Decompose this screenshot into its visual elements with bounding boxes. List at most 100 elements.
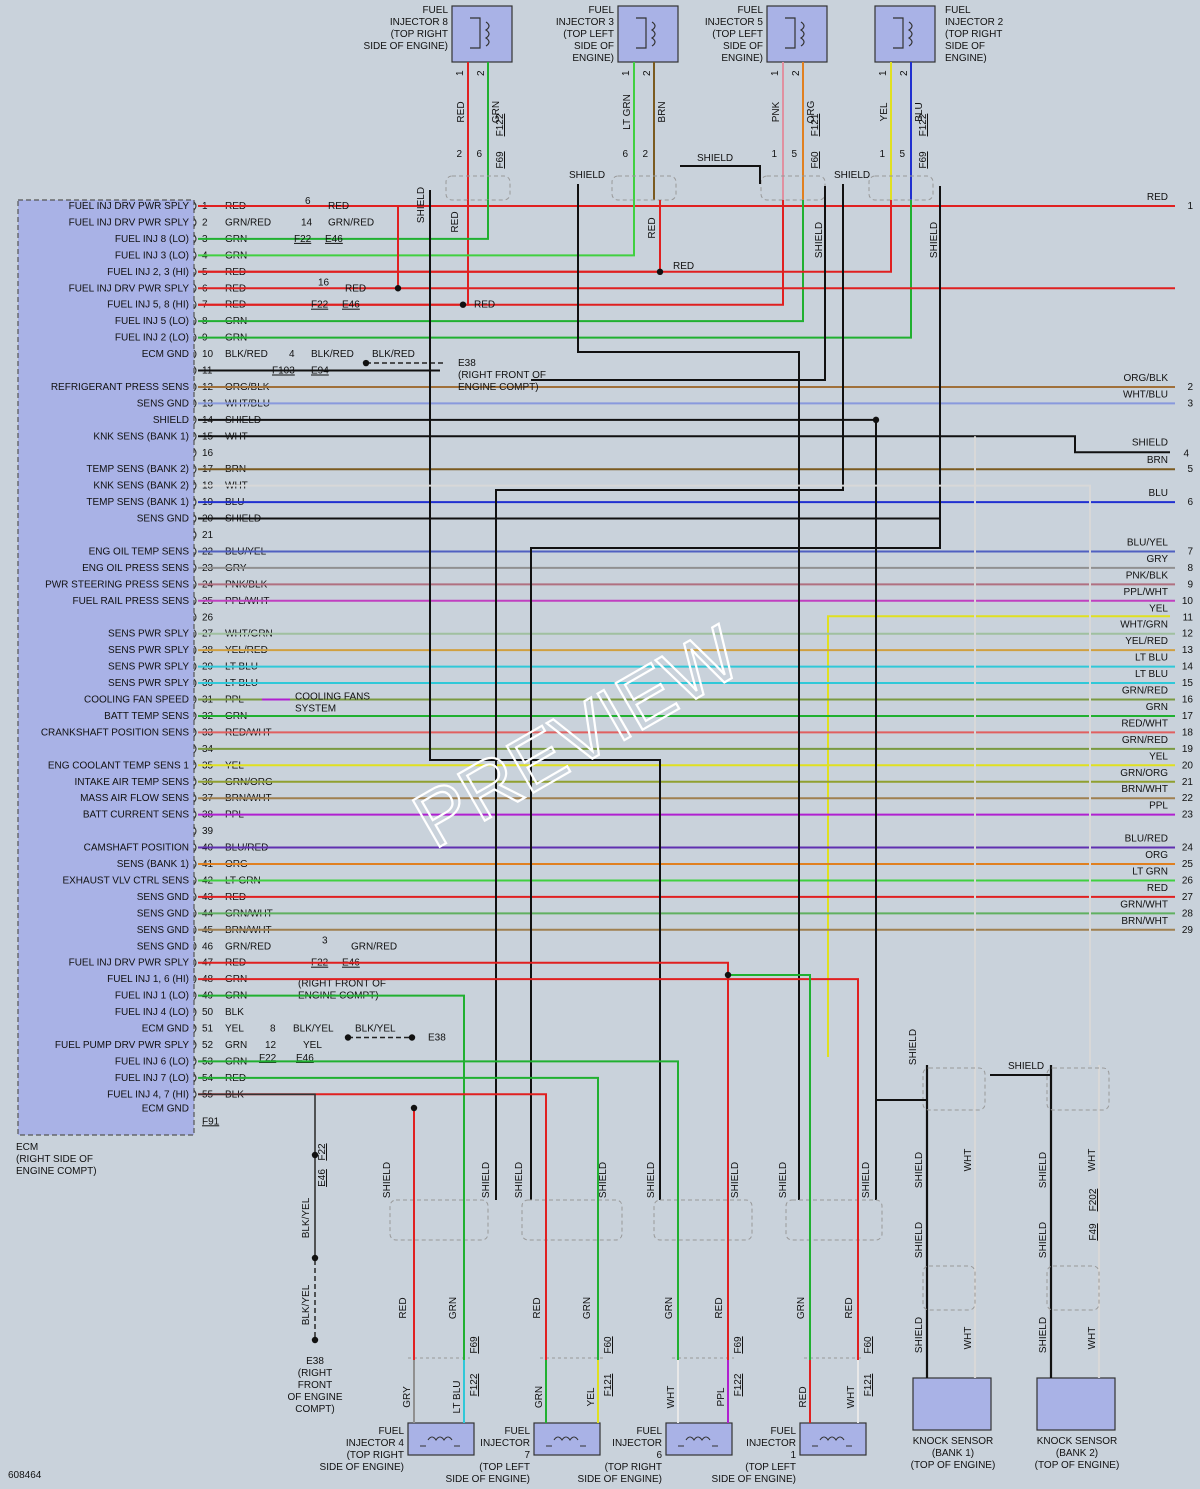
pin-socket bbox=[193, 218, 197, 227]
routed-wire bbox=[198, 205, 399, 289]
injector-coil-icon bbox=[546, 1436, 586, 1447]
ecm-pin-label: SENS GND bbox=[137, 908, 189, 919]
pin-socket bbox=[193, 991, 197, 1000]
injector-name: FUEL bbox=[378, 1426, 404, 1437]
pin-socket bbox=[193, 876, 197, 885]
wire-label: YEL bbox=[225, 1024, 244, 1035]
pin-socket bbox=[193, 793, 197, 803]
ecm-pin-label: SENS GND bbox=[137, 398, 189, 409]
pin-socket bbox=[193, 1073, 197, 1083]
right-terminal-number: 6 bbox=[1187, 497, 1193, 508]
injector-name: INJECTOR bbox=[746, 1438, 796, 1449]
pin-socket bbox=[193, 596, 197, 606]
connector-label: F121 bbox=[603, 1373, 614, 1396]
connector-label: E46 bbox=[296, 1053, 314, 1064]
injector-name: INJECTOR 8 bbox=[390, 17, 449, 28]
harness-wire bbox=[827, 615, 1170, 1057]
injector-name: INJECTOR 4 bbox=[346, 1438, 405, 1449]
ground-location-label: (RIGHT FRONT OF bbox=[298, 979, 386, 990]
injector-wire-label: PPL bbox=[716, 1387, 727, 1406]
injector-name: SIDE OF ENGINE) bbox=[320, 1462, 404, 1473]
wire-label: BLK/RED bbox=[372, 349, 415, 360]
right-wire-label: GRN/RED bbox=[1122, 686, 1168, 697]
injector-name: (TOP RIGHT bbox=[347, 1450, 404, 1461]
ecm-pin-label: PWR STEERING PRESS SENS bbox=[45, 579, 189, 590]
injector-name: FUEL bbox=[770, 1426, 796, 1437]
right-terminal-number: 15 bbox=[1182, 678, 1194, 689]
splice-dot bbox=[410, 1104, 418, 1112]
pin-socket bbox=[193, 283, 197, 293]
ground-location-label: ENGINE COMPT) bbox=[458, 382, 539, 393]
injector-name: ENGINE) bbox=[721, 53, 763, 64]
ecm-pin-label: BATT TEMP SENS bbox=[104, 711, 189, 722]
ecm-pin-label: KNK SENS (BANK 2) bbox=[93, 481, 189, 492]
pin-socket bbox=[193, 399, 197, 408]
top-injector-body bbox=[451, 5, 513, 63]
ecm-pin-label: FUEL INJ 6 (LO) bbox=[115, 1056, 189, 1067]
wire-label: RED bbox=[328, 201, 349, 212]
shield-cable bbox=[1046, 1067, 1110, 1111]
pin-number: 6 bbox=[476, 149, 482, 160]
right-terminal-number: 27 bbox=[1182, 892, 1194, 903]
wire-label: BLK/YEL bbox=[301, 1197, 312, 1238]
knock-sensor-name: (TOP OF ENGINE) bbox=[911, 1460, 996, 1471]
shield-label: SHIELD bbox=[382, 1162, 393, 1198]
connector-label: F69 bbox=[918, 151, 929, 169]
connector-label: F22 bbox=[317, 1143, 328, 1161]
connector-label: F60 bbox=[863, 1336, 874, 1354]
ecm-pin-label: SENS PWR SPLY bbox=[108, 678, 189, 689]
injector-coil-icon bbox=[893, 17, 913, 49]
pin-number: 2 bbox=[899, 70, 910, 76]
injector-name: FUEL bbox=[945, 5, 971, 16]
connector-label: F69 bbox=[495, 151, 506, 169]
pin-socket bbox=[193, 810, 197, 820]
knock-sensor-name: (BANK 2) bbox=[1056, 1448, 1098, 1459]
ecm-pin-label: FUEL INJ 3 (LO) bbox=[115, 250, 189, 261]
connector-label: F122 bbox=[733, 1373, 744, 1396]
injector-wire-label: RED bbox=[798, 1386, 809, 1407]
splice-dot bbox=[311, 1336, 319, 1344]
ecm-pin-label: CRANKSHAFT POSITION SENS bbox=[41, 727, 190, 738]
shield-label: SHIELD bbox=[914, 1152, 925, 1188]
pin-socket bbox=[193, 349, 197, 359]
ground-location-label: (RIGHT FRONT OF bbox=[458, 370, 546, 381]
knock-sensor-body bbox=[912, 1377, 992, 1431]
right-terminal-number: 14 bbox=[1182, 662, 1194, 673]
shield-cable bbox=[389, 1199, 489, 1241]
right-terminal-number: 8 bbox=[1187, 563, 1193, 574]
pin-socket bbox=[193, 744, 197, 754]
pin-socket bbox=[193, 1024, 197, 1033]
pin-number: 46 bbox=[202, 941, 214, 952]
pin-number: 5 bbox=[899, 149, 905, 160]
right-terminal-number: 17 bbox=[1182, 711, 1194, 722]
pin-socket bbox=[193, 267, 197, 277]
right-terminal-number: 9 bbox=[1187, 579, 1193, 590]
pin-socket bbox=[193, 695, 197, 704]
ecm-pin-label: ECM GND bbox=[142, 349, 189, 360]
wire-label: BLK/YEL bbox=[301, 1284, 312, 1325]
connector-label: F60 bbox=[603, 1336, 614, 1354]
pin-socket bbox=[193, 300, 197, 310]
injector-name: SIDE OF ENGINE) bbox=[446, 1474, 530, 1485]
right-terminal-number: 12 bbox=[1182, 629, 1194, 640]
right-wire-label: PPL/WHT bbox=[1124, 587, 1168, 598]
injector-name: (TOP LEFT bbox=[563, 29, 614, 40]
pin-socket bbox=[193, 892, 197, 902]
ecm-pin-label: REFRIGERANT PRESS SENS bbox=[51, 382, 190, 393]
wire-label: RED bbox=[714, 1297, 725, 1318]
right-wire-label: GRY bbox=[1147, 554, 1169, 565]
pin-number: 26 bbox=[202, 612, 214, 623]
connector-label: F49 bbox=[1088, 1223, 1099, 1241]
harness-wire bbox=[198, 435, 1170, 454]
injector-wire-label: WHT bbox=[666, 1386, 677, 1409]
pin-socket bbox=[193, 1007, 197, 1017]
connector-label: F22 bbox=[311, 300, 329, 311]
pin-number: 51 bbox=[202, 1024, 214, 1035]
pin-socket bbox=[193, 415, 197, 425]
figure-id: 608464 bbox=[8, 1470, 42, 1481]
right-wire-label: ORG/BLK bbox=[1124, 373, 1169, 384]
injector-wire-label: YEL bbox=[879, 102, 890, 121]
pin-socket bbox=[193, 662, 197, 671]
ecm-pin-label: TEMP SENS (BANK 2) bbox=[86, 464, 189, 475]
pin-socket bbox=[193, 1089, 197, 1099]
